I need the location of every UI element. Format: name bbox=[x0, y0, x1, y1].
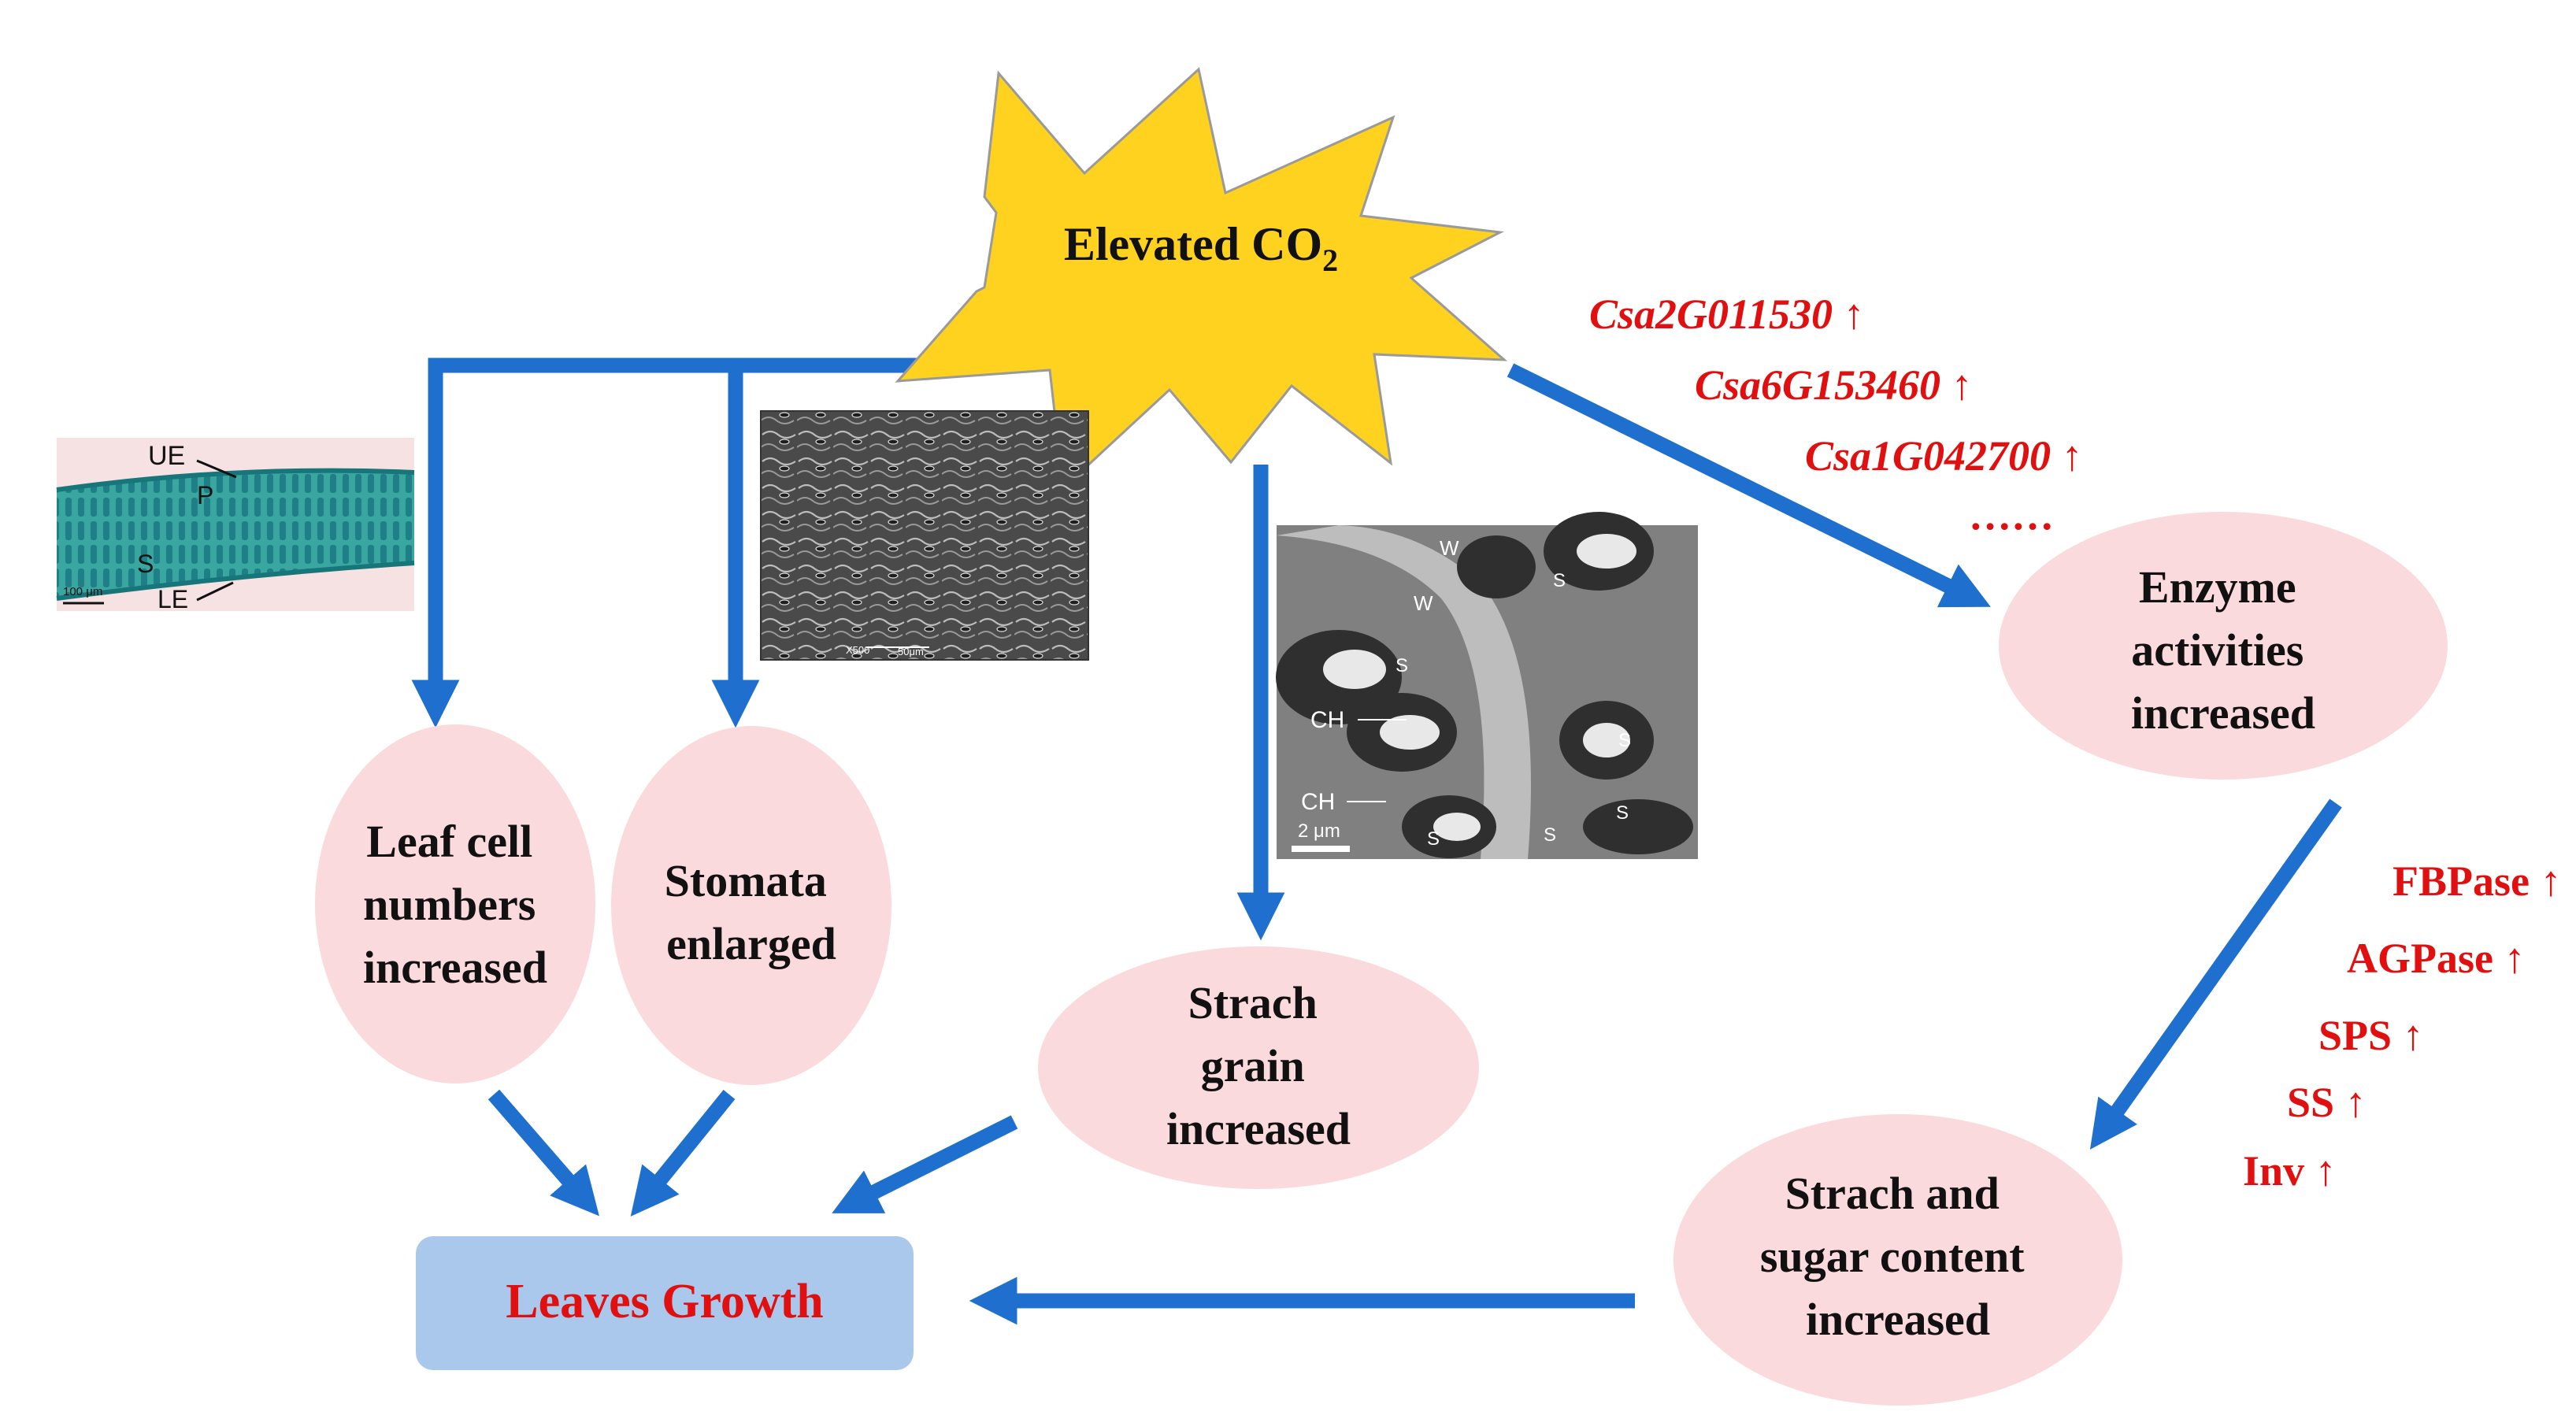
elevated-co2-node: Elevated CO2 bbox=[895, 67, 1508, 491]
enzyme-fbpase: FBPase ↑ bbox=[2393, 857, 2561, 905]
scale-cross: 100 μm bbox=[63, 585, 102, 598]
node-starch-sugar: Strach and sugar content increased bbox=[1673, 1114, 2122, 1406]
tem-scale: 2 μm bbox=[1298, 820, 1340, 842]
enzyme-sps: SPS ↑ bbox=[2318, 1012, 2424, 1059]
tem-label-w1: W bbox=[1440, 536, 1459, 560]
arrow-co2-to-enzyme bbox=[1507, 363, 1991, 608]
svg-text:Elevated CO2: Elevated CO2 bbox=[1064, 218, 1338, 278]
tem-label-s2: S bbox=[1395, 655, 1408, 676]
sem-stomata-micrograph: X500 50μm bbox=[760, 410, 1089, 661]
label-p: P bbox=[197, 481, 213, 509]
tem-label-s1: S bbox=[1553, 570, 1566, 591]
svg-text:Strach and sugar content: Strach and sugar content increased bbox=[1760, 1168, 2036, 1345]
node-leaves-growth: Leaves Growth bbox=[416, 1236, 914, 1370]
node-stomata: Stomata enlarged bbox=[611, 726, 891, 1085]
node-starch-grain: Strach grain increased bbox=[1038, 946, 1479, 1189]
tem-chloroplast-micrograph: W W S S S CH CH S S S 2 μm bbox=[1276, 512, 1698, 859]
tem-label-s6: S bbox=[1544, 824, 1556, 846]
co2-label: Elevated CO bbox=[1064, 218, 1322, 270]
svg-text:Stomata enlarged: Stomata enlarged bbox=[665, 855, 839, 969]
leaf-cross-section-micrograph: UE P S LE 100 μm bbox=[56, 438, 415, 613]
tem-label-s5: S bbox=[1616, 802, 1629, 824]
tem-label-s3: S bbox=[1618, 730, 1631, 751]
tem-label-w2: W bbox=[1414, 591, 1433, 615]
svg-text:Strach grain incre: Strach grain increased bbox=[1166, 977, 1351, 1154]
gene-ellipsis: …… bbox=[1969, 491, 2054, 539]
svg-text:Leaf cell numbers: Leaf cell numbers increased bbox=[363, 816, 547, 993]
leaves-growth-label: Leaves Growth bbox=[506, 1275, 824, 1328]
arrow-co2-bracket bbox=[411, 357, 962, 728]
arrow-stomata-to-growth bbox=[630, 1090, 736, 1217]
sem-magnification: X500 bbox=[846, 644, 869, 656]
node-enzyme-activities: Enzyme activities increased bbox=[1999, 512, 2448, 780]
gene-1: Csa2G011530 ↑ bbox=[1589, 291, 1865, 338]
gene-3: Csa1G042700 ↑ bbox=[1805, 432, 2083, 480]
enzyme-agpase: AGPase ↑ bbox=[2347, 935, 2525, 982]
arrows bbox=[411, 357, 2342, 1325]
co2-subscript: 2 bbox=[1322, 243, 1338, 278]
arrow-enzyme-to-sugar bbox=[2089, 798, 2342, 1150]
enzyme-inv: Inv ↑ bbox=[2243, 1147, 2337, 1195]
tem-label-s4: S bbox=[1427, 828, 1440, 850]
tem-label-ch2: CH bbox=[1301, 789, 1335, 815]
tem-label-ch1: CH bbox=[1310, 707, 1344, 733]
label-ue: UE bbox=[148, 441, 185, 471]
label-le: LE bbox=[158, 585, 188, 613]
label-s: S bbox=[137, 550, 154, 578]
node-leaf-cells: Leaf cell numbers increased bbox=[315, 724, 595, 1083]
svg-text:Enzyme activities: Enzyme activities increased bbox=[2131, 561, 2315, 739]
gene-list: Csa2G011530 ↑ Csa6G153460 ↑ Csa1G042700 … bbox=[1589, 291, 2083, 539]
arrow-leafcells-to-growth bbox=[487, 1089, 599, 1217]
starburst-icon bbox=[895, 67, 1508, 491]
arrow-starch-to-growth bbox=[832, 1115, 1018, 1213]
enzyme-ss: SS ↑ bbox=[2287, 1079, 2367, 1126]
gene-2: Csa6G153460 ↑ bbox=[1695, 361, 1973, 409]
sem-scale: 50μm bbox=[898, 646, 924, 657]
enzyme-list: FBPase ↑ AGPase ↑ SPS ↑ SS ↑ Inv ↑ bbox=[2243, 857, 2561, 1195]
